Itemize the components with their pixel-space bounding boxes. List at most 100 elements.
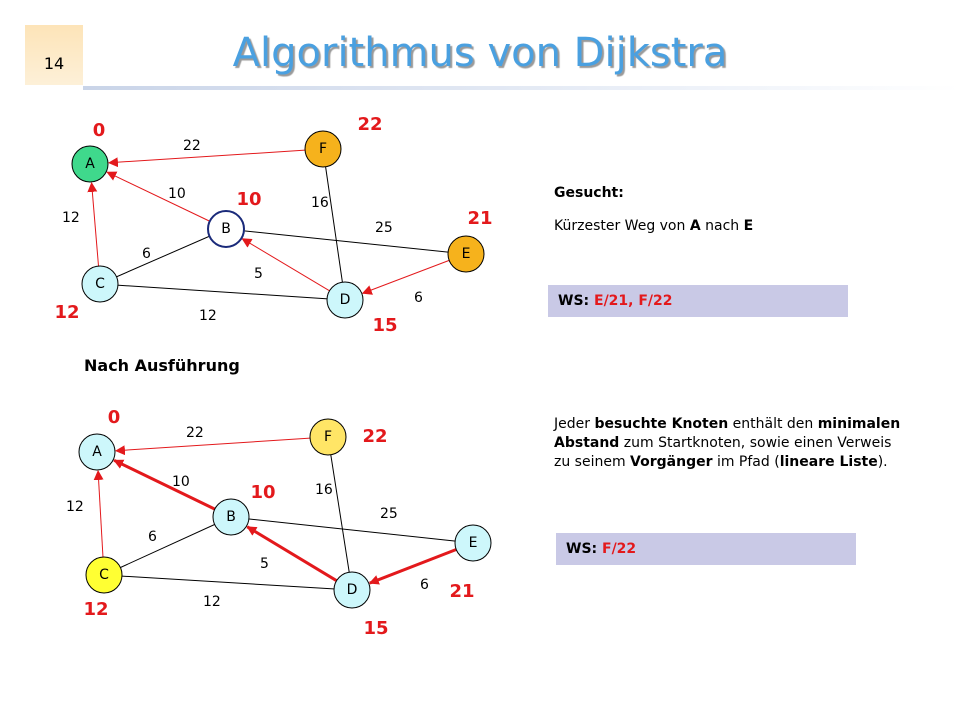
node-label-c: C bbox=[95, 276, 105, 292]
edge-weight-d-b: 5 bbox=[260, 556, 269, 572]
edge-d-b bbox=[246, 525, 338, 582]
edge-weight-c-a: 12 bbox=[66, 499, 84, 515]
distance-label-c: 12 bbox=[83, 599, 108, 620]
edge-weight-b-e: 25 bbox=[380, 506, 398, 522]
ws-value: F/22 bbox=[602, 541, 637, 557]
explanation-bold: besuchte Knoten bbox=[594, 416, 729, 432]
ws-label: WS: bbox=[558, 293, 594, 309]
page-number-tab bbox=[25, 25, 83, 85]
node-e bbox=[447, 235, 485, 273]
node-b bbox=[212, 498, 250, 536]
distance-label-f: 22 bbox=[357, 114, 382, 135]
node-d bbox=[326, 281, 364, 319]
node-label-b: B bbox=[226, 509, 236, 525]
distance-label-a: 0 bbox=[93, 120, 106, 141]
node-e bbox=[454, 524, 492, 562]
edge-e-d bbox=[361, 259, 450, 295]
title-underline bbox=[83, 86, 960, 90]
distance-label-b: 10 bbox=[250, 482, 275, 503]
heading-after-execution: Nach Ausführung bbox=[84, 356, 240, 375]
edge-c-d bbox=[99, 283, 346, 301]
edge-weight-c-a: 12 bbox=[62, 210, 80, 226]
search-description: Kürzester Weg von A nach E bbox=[554, 217, 753, 236]
distance-label-e: 21 bbox=[449, 581, 474, 602]
explanation-text: Jeder besuchte Knoten enthält den minima… bbox=[554, 415, 904, 472]
explanation-part: Jeder bbox=[554, 416, 595, 432]
node-f bbox=[309, 418, 347, 456]
ws-box-after: WS: F/22 bbox=[556, 533, 856, 565]
node-a bbox=[71, 145, 109, 183]
search-from: A bbox=[689, 218, 701, 234]
node-f bbox=[304, 130, 342, 168]
slide-title: Algorithmus von Dijkstra bbox=[232, 30, 728, 76]
node-c bbox=[81, 265, 119, 303]
edge-f-a bbox=[114, 437, 311, 456]
edge-c-a bbox=[87, 181, 100, 267]
edge-weight-c-d: 12 bbox=[203, 594, 221, 610]
explanation-part: ). bbox=[877, 454, 888, 470]
edge-weight-b-e: 25 bbox=[375, 220, 393, 236]
edge-c-d bbox=[103, 574, 353, 591]
node-b bbox=[207, 210, 245, 248]
edge-f-a bbox=[107, 149, 306, 168]
edge-c-a bbox=[93, 469, 104, 558]
search-middle: nach bbox=[700, 218, 744, 234]
distance-label-d: 15 bbox=[372, 315, 397, 336]
edge-weight-c-d: 12 bbox=[199, 308, 217, 324]
node-label-e: E bbox=[462, 246, 471, 262]
edge-f-d bbox=[322, 148, 346, 301]
edge-weight-f-a: 22 bbox=[183, 138, 201, 154]
page-number: 14 bbox=[43, 54, 65, 73]
distance-label-f: 22 bbox=[362, 426, 387, 447]
node-label-d: D bbox=[347, 582, 358, 598]
node-label-a: A bbox=[85, 156, 95, 172]
search-to: E bbox=[743, 218, 754, 234]
edge-b-c bbox=[103, 516, 232, 576]
explanation-bold: lineare Liste bbox=[779, 454, 878, 470]
explanation-part: zum Startknoten, sowie einen Verweis zu … bbox=[554, 435, 892, 470]
distance-label-b: 10 bbox=[236, 189, 261, 210]
explanation-bold: Vorgänger bbox=[630, 454, 713, 470]
ws-label: WS: bbox=[566, 541, 602, 557]
edge-d-b bbox=[241, 238, 330, 292]
edge-weight-f-d: 16 bbox=[315, 482, 333, 498]
edge-b-e bbox=[230, 516, 474, 544]
edge-b-e bbox=[225, 228, 467, 255]
ws-box-before: WS: E/21, F/22 bbox=[548, 285, 848, 317]
edge-b-c bbox=[99, 228, 227, 285]
node-c bbox=[85, 556, 123, 594]
edge-weight-f-a: 22 bbox=[186, 425, 204, 441]
distance-label-e: 21 bbox=[467, 208, 492, 229]
node-label-c: C bbox=[99, 567, 109, 583]
distance-label-d: 15 bbox=[363, 618, 388, 639]
distance-label-a: 0 bbox=[108, 407, 121, 428]
explanation-part: enthält den bbox=[728, 416, 818, 432]
edge-weight-e-d: 6 bbox=[414, 290, 423, 306]
edge-weight-b-c: 6 bbox=[148, 529, 157, 545]
node-label-e: E bbox=[469, 535, 478, 551]
node-label-a: A bbox=[92, 444, 102, 460]
node-d bbox=[333, 571, 371, 609]
ws-value: E/21, F/22 bbox=[594, 293, 673, 309]
node-label-d: D bbox=[340, 292, 351, 308]
distance-label-c: 12 bbox=[54, 302, 79, 323]
node-a bbox=[78, 433, 116, 471]
edge-weight-d-b: 5 bbox=[254, 266, 263, 282]
search-heading: Gesucht: bbox=[554, 185, 624, 201]
edge-weight-b-a: 10 bbox=[168, 186, 186, 202]
edge-f-d bbox=[327, 436, 353, 591]
node-label-f: F bbox=[319, 141, 327, 157]
edge-weight-f-d: 16 bbox=[311, 195, 329, 211]
node-label-b: B bbox=[221, 221, 231, 237]
edge-weight-b-a: 10 bbox=[172, 474, 190, 490]
node-label-f: F bbox=[324, 429, 332, 445]
edge-b-a bbox=[106, 171, 210, 222]
edge-e-d bbox=[368, 548, 457, 585]
search-prefix: Kürzester Weg von bbox=[554, 218, 690, 234]
explanation-part: im Pfad ( bbox=[712, 454, 780, 470]
explanation-bold: minimalen Abstand bbox=[554, 416, 901, 451]
edge-weight-b-c: 6 bbox=[142, 246, 151, 262]
